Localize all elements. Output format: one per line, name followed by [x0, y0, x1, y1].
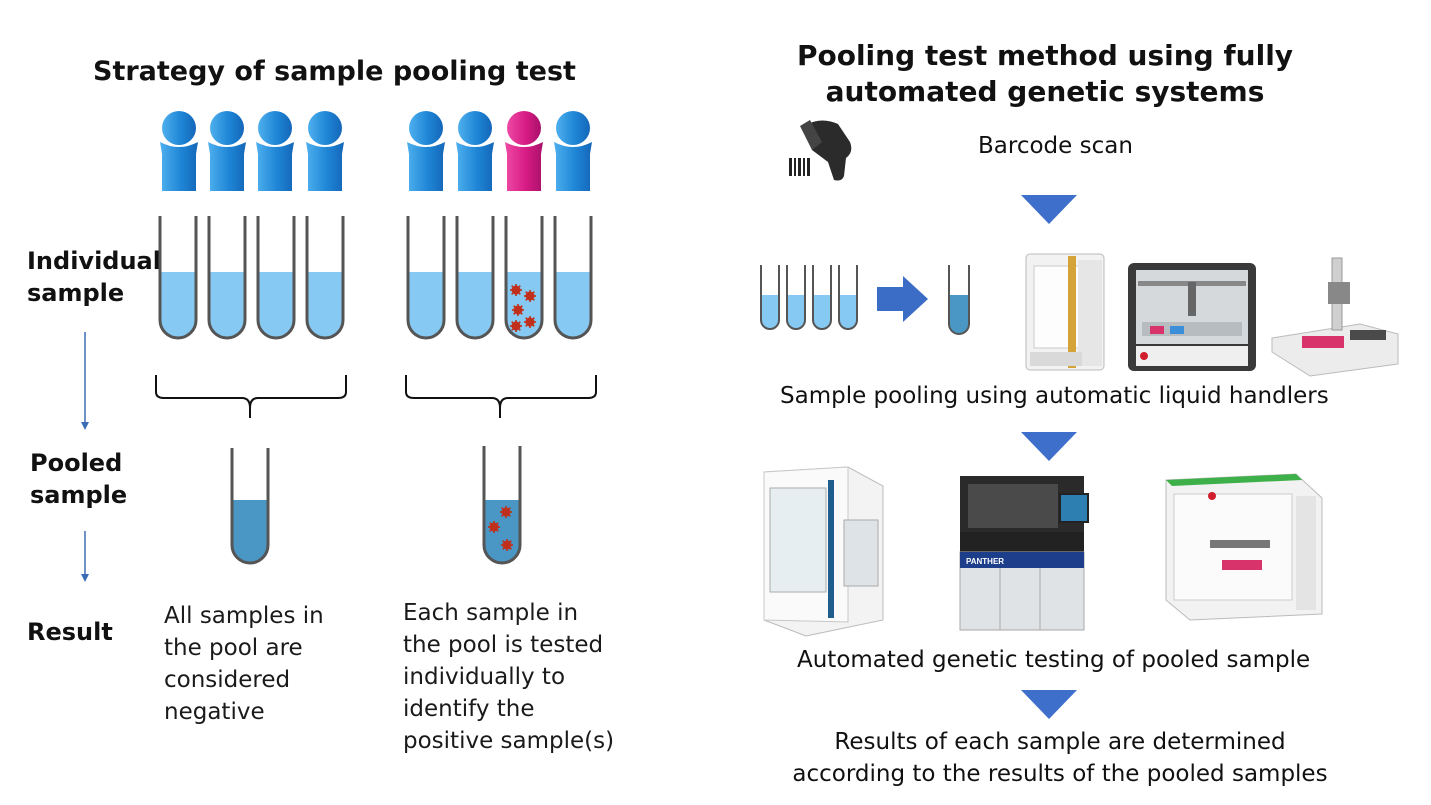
step-sample-pooling: Sample pooling using automatic liquid ha…	[780, 383, 1329, 409]
test-tube	[256, 216, 296, 340]
positive-test-tube	[504, 216, 544, 340]
flow-triangle-down	[1021, 432, 1077, 461]
test-tube	[786, 265, 806, 330]
individual-tubes-negative	[158, 216, 345, 340]
step-genetic-testing: Automated genetic testing of pooled samp…	[797, 647, 1311, 673]
person-icon	[554, 111, 592, 191]
person-icon	[256, 111, 294, 191]
pooled-tube-negative	[230, 448, 270, 565]
virus-icon	[523, 289, 537, 303]
virus-icon	[499, 505, 513, 519]
row-label-pooled: Pooled sample	[30, 449, 128, 509]
liquid-handler-1	[1025, 253, 1105, 371]
barcode-scanner-icon	[789, 120, 852, 181]
person-icon	[208, 111, 246, 191]
flow-triangle-down	[1021, 195, 1077, 224]
analyzer-brand-label: PANTHER	[966, 557, 1004, 566]
row-label-result: Result	[27, 618, 113, 646]
pooled-tube-positive	[482, 446, 522, 565]
test-tube	[158, 216, 198, 340]
liquid-handler-3	[1271, 257, 1399, 377]
people-group-positive	[407, 111, 592, 191]
person-icon	[306, 111, 344, 191]
virus-icon	[509, 319, 523, 333]
test-tube	[207, 216, 247, 340]
test-tube	[305, 216, 345, 340]
virus-icon	[511, 303, 525, 317]
virus-icon	[509, 283, 523, 297]
person-icon	[407, 111, 445, 191]
negative-result-text: All samples in the pool are considered n…	[164, 603, 324, 725]
flow-arrow-down	[81, 332, 89, 430]
step-results: Results of each sample are determined ac…	[792, 729, 1328, 787]
small-tube-pooled	[948, 265, 970, 335]
brace-negative	[155, 375, 347, 418]
person-icon	[160, 111, 198, 191]
person-icon	[456, 111, 494, 191]
genetic-analyzer-2: PANTHER	[959, 476, 1089, 631]
row-label-individual: Individual sample	[27, 247, 161, 307]
test-tube	[760, 265, 780, 330]
flow-triangle-down	[1021, 690, 1077, 719]
virus-icon	[487, 520, 501, 534]
block-arrow-right-icon	[877, 276, 928, 322]
genetic-analyzer-1	[763, 466, 884, 637]
positive-result-text: Each sample in the pool is tested indivi…	[403, 600, 615, 754]
brace-positive	[405, 375, 597, 418]
test-tube	[455, 216, 495, 340]
test-tube	[553, 216, 593, 340]
individual-tubes-positive	[406, 216, 593, 340]
right-panel-title: Pooling test method using fully automate…	[796, 39, 1294, 108]
left-panel-title: Strategy of sample pooling test	[93, 56, 576, 87]
people-group-negative	[160, 111, 344, 191]
test-tube	[406, 216, 446, 340]
step-barcode-scan: Barcode scan	[978, 133, 1133, 159]
test-tube	[812, 265, 832, 330]
small-tubes-individual	[760, 265, 858, 330]
virus-icon	[523, 315, 537, 329]
virus-icon	[500, 538, 514, 552]
test-tube	[838, 265, 858, 330]
flow-arrow-down	[81, 531, 89, 582]
liquid-handler-2	[1128, 263, 1256, 371]
infected-person-icon	[505, 111, 543, 191]
genetic-analyzer-3	[1165, 473, 1323, 621]
